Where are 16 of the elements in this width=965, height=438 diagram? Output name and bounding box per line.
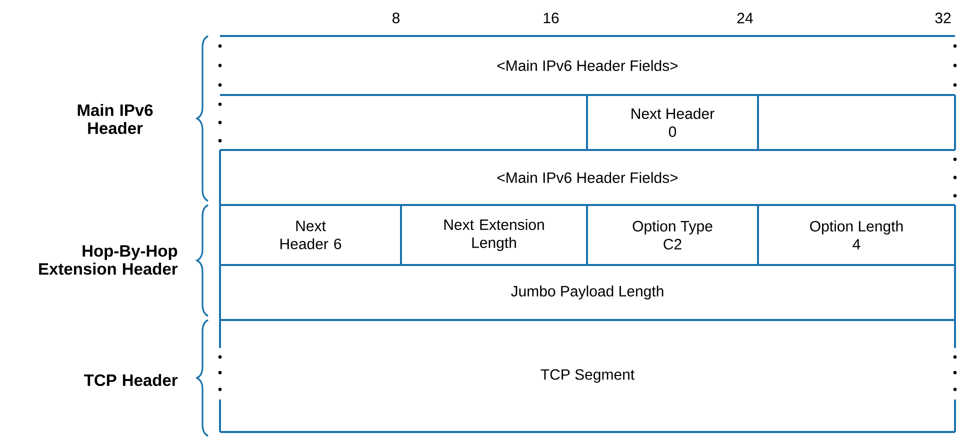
- node-label: <Main IPv6 Header Fields>: [497, 172, 678, 183]
- field-cell: Next Header 0: [586, 94, 759, 151]
- node-label: TCP Segment: [540, 369, 634, 383]
- field-cell: <Main IPv6 Header Fields>: [219, 149, 957, 206]
- field-cell: Option Length 4: [757, 204, 956, 266]
- field-cell: Next Header 6: [219, 204, 402, 266]
- field-cell: Option Type C2: [586, 204, 759, 266]
- group-label: TCP Header: [84, 374, 178, 386]
- field-cell: <Main IPv6 Header Fields>: [218, 35, 957, 96]
- empty-field-cell: [757, 94, 956, 151]
- group-label: Hop-By-Hop Extension Header: [39, 245, 178, 275]
- field-cell: TCP Segment: [218, 319, 957, 433]
- group-label: Main IPv6 Header: [78, 104, 153, 134]
- node-label: <Main IPv6 Header Fields>: [497, 60, 678, 71]
- field-cell: Jumbo Payload Length: [219, 264, 956, 321]
- field-cell: Next Extension Length: [400, 204, 588, 266]
